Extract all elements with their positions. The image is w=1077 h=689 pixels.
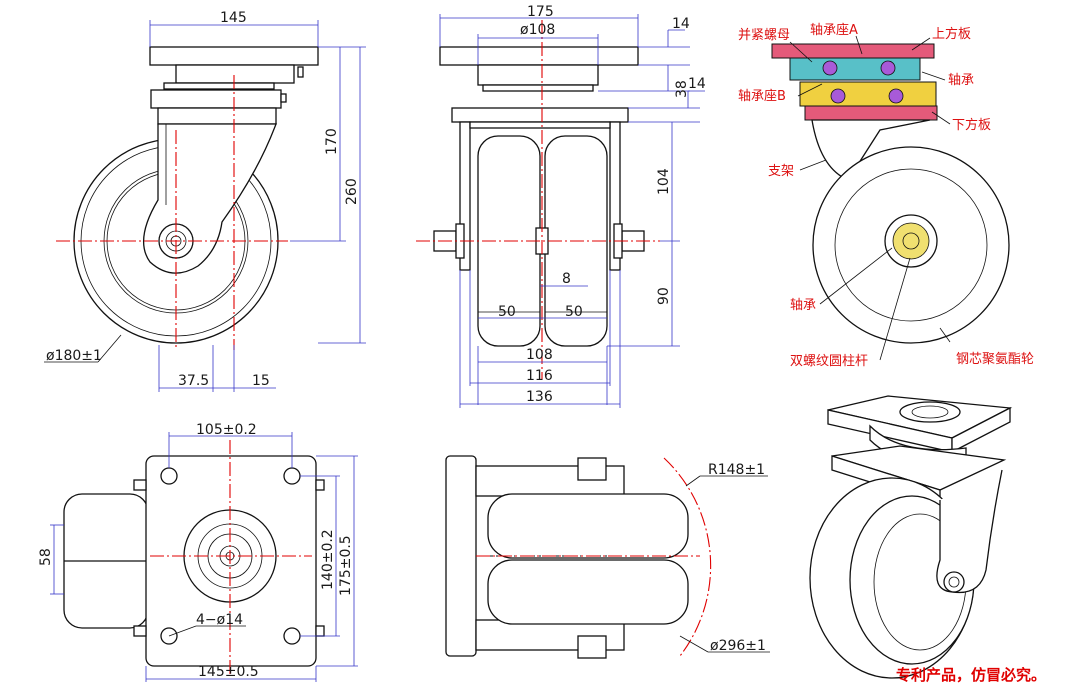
label-lock-nut: 并紧螺母 [738, 28, 790, 43]
label-bearing-seat-a: 轴承座A [810, 23, 858, 38]
front-dim-145: 145 [220, 10, 247, 26]
front-dim-37-5: 37.5 [178, 373, 209, 389]
label-top-plate: 上方板 [932, 26, 971, 42]
iso-view [809, 395, 1013, 679]
top-dim-105: 105±0.2 [196, 422, 257, 438]
top-dim-holes: 4−ø14 [196, 612, 243, 628]
side-dim-108: 108 [526, 347, 553, 363]
side-view: 175 ø108 14 38 14 104 90 8 50 50 [416, 4, 706, 408]
label-bracket: 支架 [768, 164, 794, 179]
section-view: 并紧螺母 轴承座A 上方板 轴承 轴承座B 下方板 支架 轴承 双螺纹圆柱杆 钢… [738, 23, 1034, 369]
label-bottom-plate: 下方板 [952, 117, 991, 133]
top-dim-145: 145±0.5 [198, 664, 259, 680]
patent-notice: 专利产品，仿冒必究。 [896, 666, 1046, 684]
top-dim-140: 140±0.2 [320, 529, 336, 590]
swivel-view: R148±1 ø296±1 [445, 455, 770, 659]
swivel-dim-r148: R148±1 [708, 462, 765, 478]
side-dim-116: 116 [526, 368, 553, 384]
side-dim-14-top: 14 [672, 16, 690, 32]
front-dim-260: 260 [344, 178, 360, 205]
label-bearing-seat-b: 轴承座B [738, 89, 786, 104]
top-dim-58: 58 [38, 548, 54, 566]
side-dim-38: 38 [674, 80, 690, 98]
swivel-dim-d296: ø296±1 [710, 638, 766, 654]
side-dim-14-lower: 14 [688, 76, 706, 92]
side-dim-136: 136 [526, 389, 553, 405]
label-bearing-axle: 轴承 [790, 298, 816, 313]
front-view: 145 260 170 ø180±1 37.5 15 [44, 10, 366, 392]
top-view: 105±0.2 140±0.2 175±0.5 145±0.5 4−ø14 58 [38, 422, 358, 682]
side-dim-108-dia: ø108 [520, 22, 555, 38]
front-dim-wheel-dia: ø180±1 [46, 348, 102, 364]
top-dim-175: 175±0.5 [338, 535, 354, 596]
side-dim-90: 90 [656, 287, 672, 305]
label-bearing-top: 轴承 [948, 73, 974, 88]
side-dim-50-left: 50 [498, 304, 516, 320]
label-wheel: 钢芯聚氨酯轮 [956, 352, 1034, 367]
side-dim-50-right: 50 [565, 304, 583, 320]
front-dim-15: 15 [252, 373, 270, 389]
side-dim-8: 8 [562, 271, 571, 287]
front-dim-170: 170 [324, 128, 340, 155]
side-dim-175: 175 [527, 4, 554, 20]
side-dim-104: 104 [656, 168, 672, 195]
label-axle: 双螺纹圆柱杆 [790, 354, 868, 369]
